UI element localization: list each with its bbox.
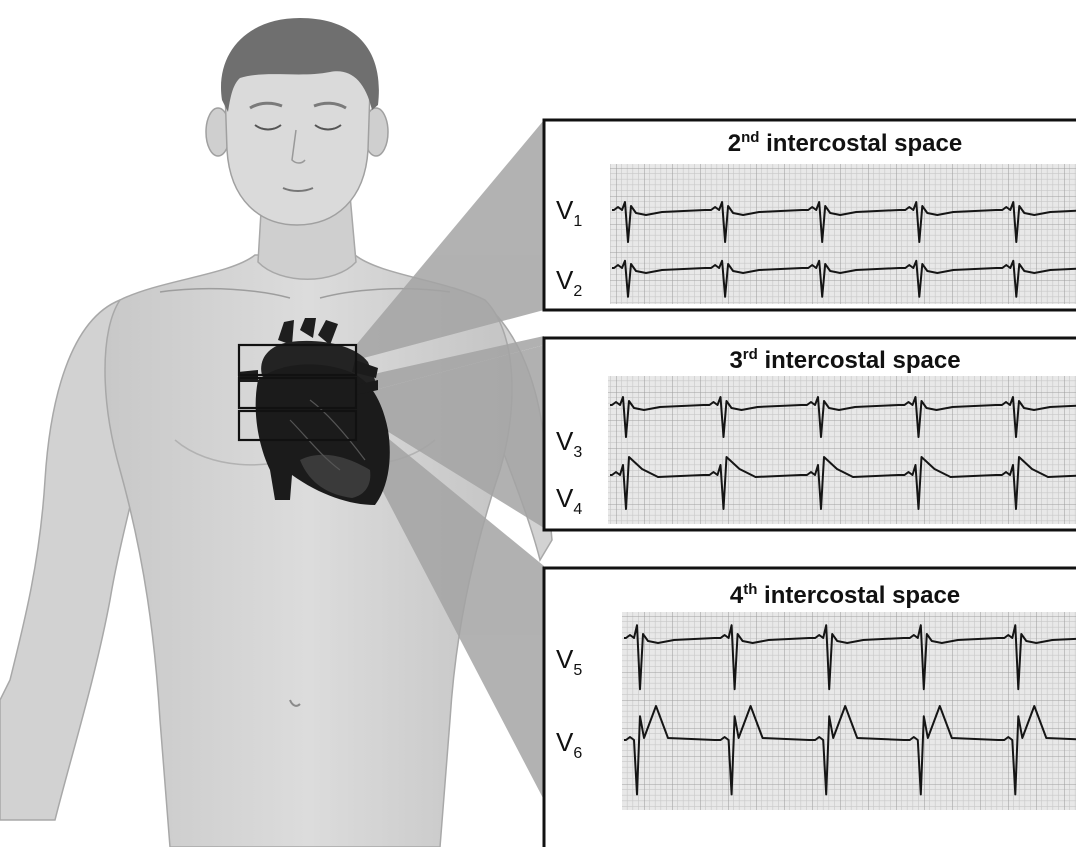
- title-ordinal: 4: [730, 582, 744, 609]
- title-rest: intercostal space: [757, 582, 960, 609]
- panel-title: 2nd intercostal space: [728, 129, 962, 157]
- panel-title: 4th intercostal space: [730, 581, 960, 609]
- title-ordinal: 2: [728, 130, 741, 157]
- panel-4th-intercostal-space: 4th intercostal space V5 V6: [544, 568, 1076, 847]
- ecg-grid: [608, 376, 1076, 524]
- title-rest: intercostal space: [758, 347, 961, 374]
- title-suffix: rd: [743, 346, 758, 363]
- title-suffix: nd: [741, 129, 759, 146]
- wedge-2nd: [356, 120, 544, 360]
- title-rest: intercostal space: [759, 130, 962, 157]
- title-ordinal: 3: [729, 347, 742, 374]
- panel-3rd-intercostal-space: 3rd intercostal space V3 V4: [544, 338, 1076, 530]
- ecg-grid: [610, 164, 1076, 304]
- title-suffix: th: [743, 581, 757, 598]
- panel-2nd-intercostal-space: 2nd intercostal space V1 V2: [544, 120, 1076, 310]
- panel-title: 3rd intercostal space: [729, 346, 960, 374]
